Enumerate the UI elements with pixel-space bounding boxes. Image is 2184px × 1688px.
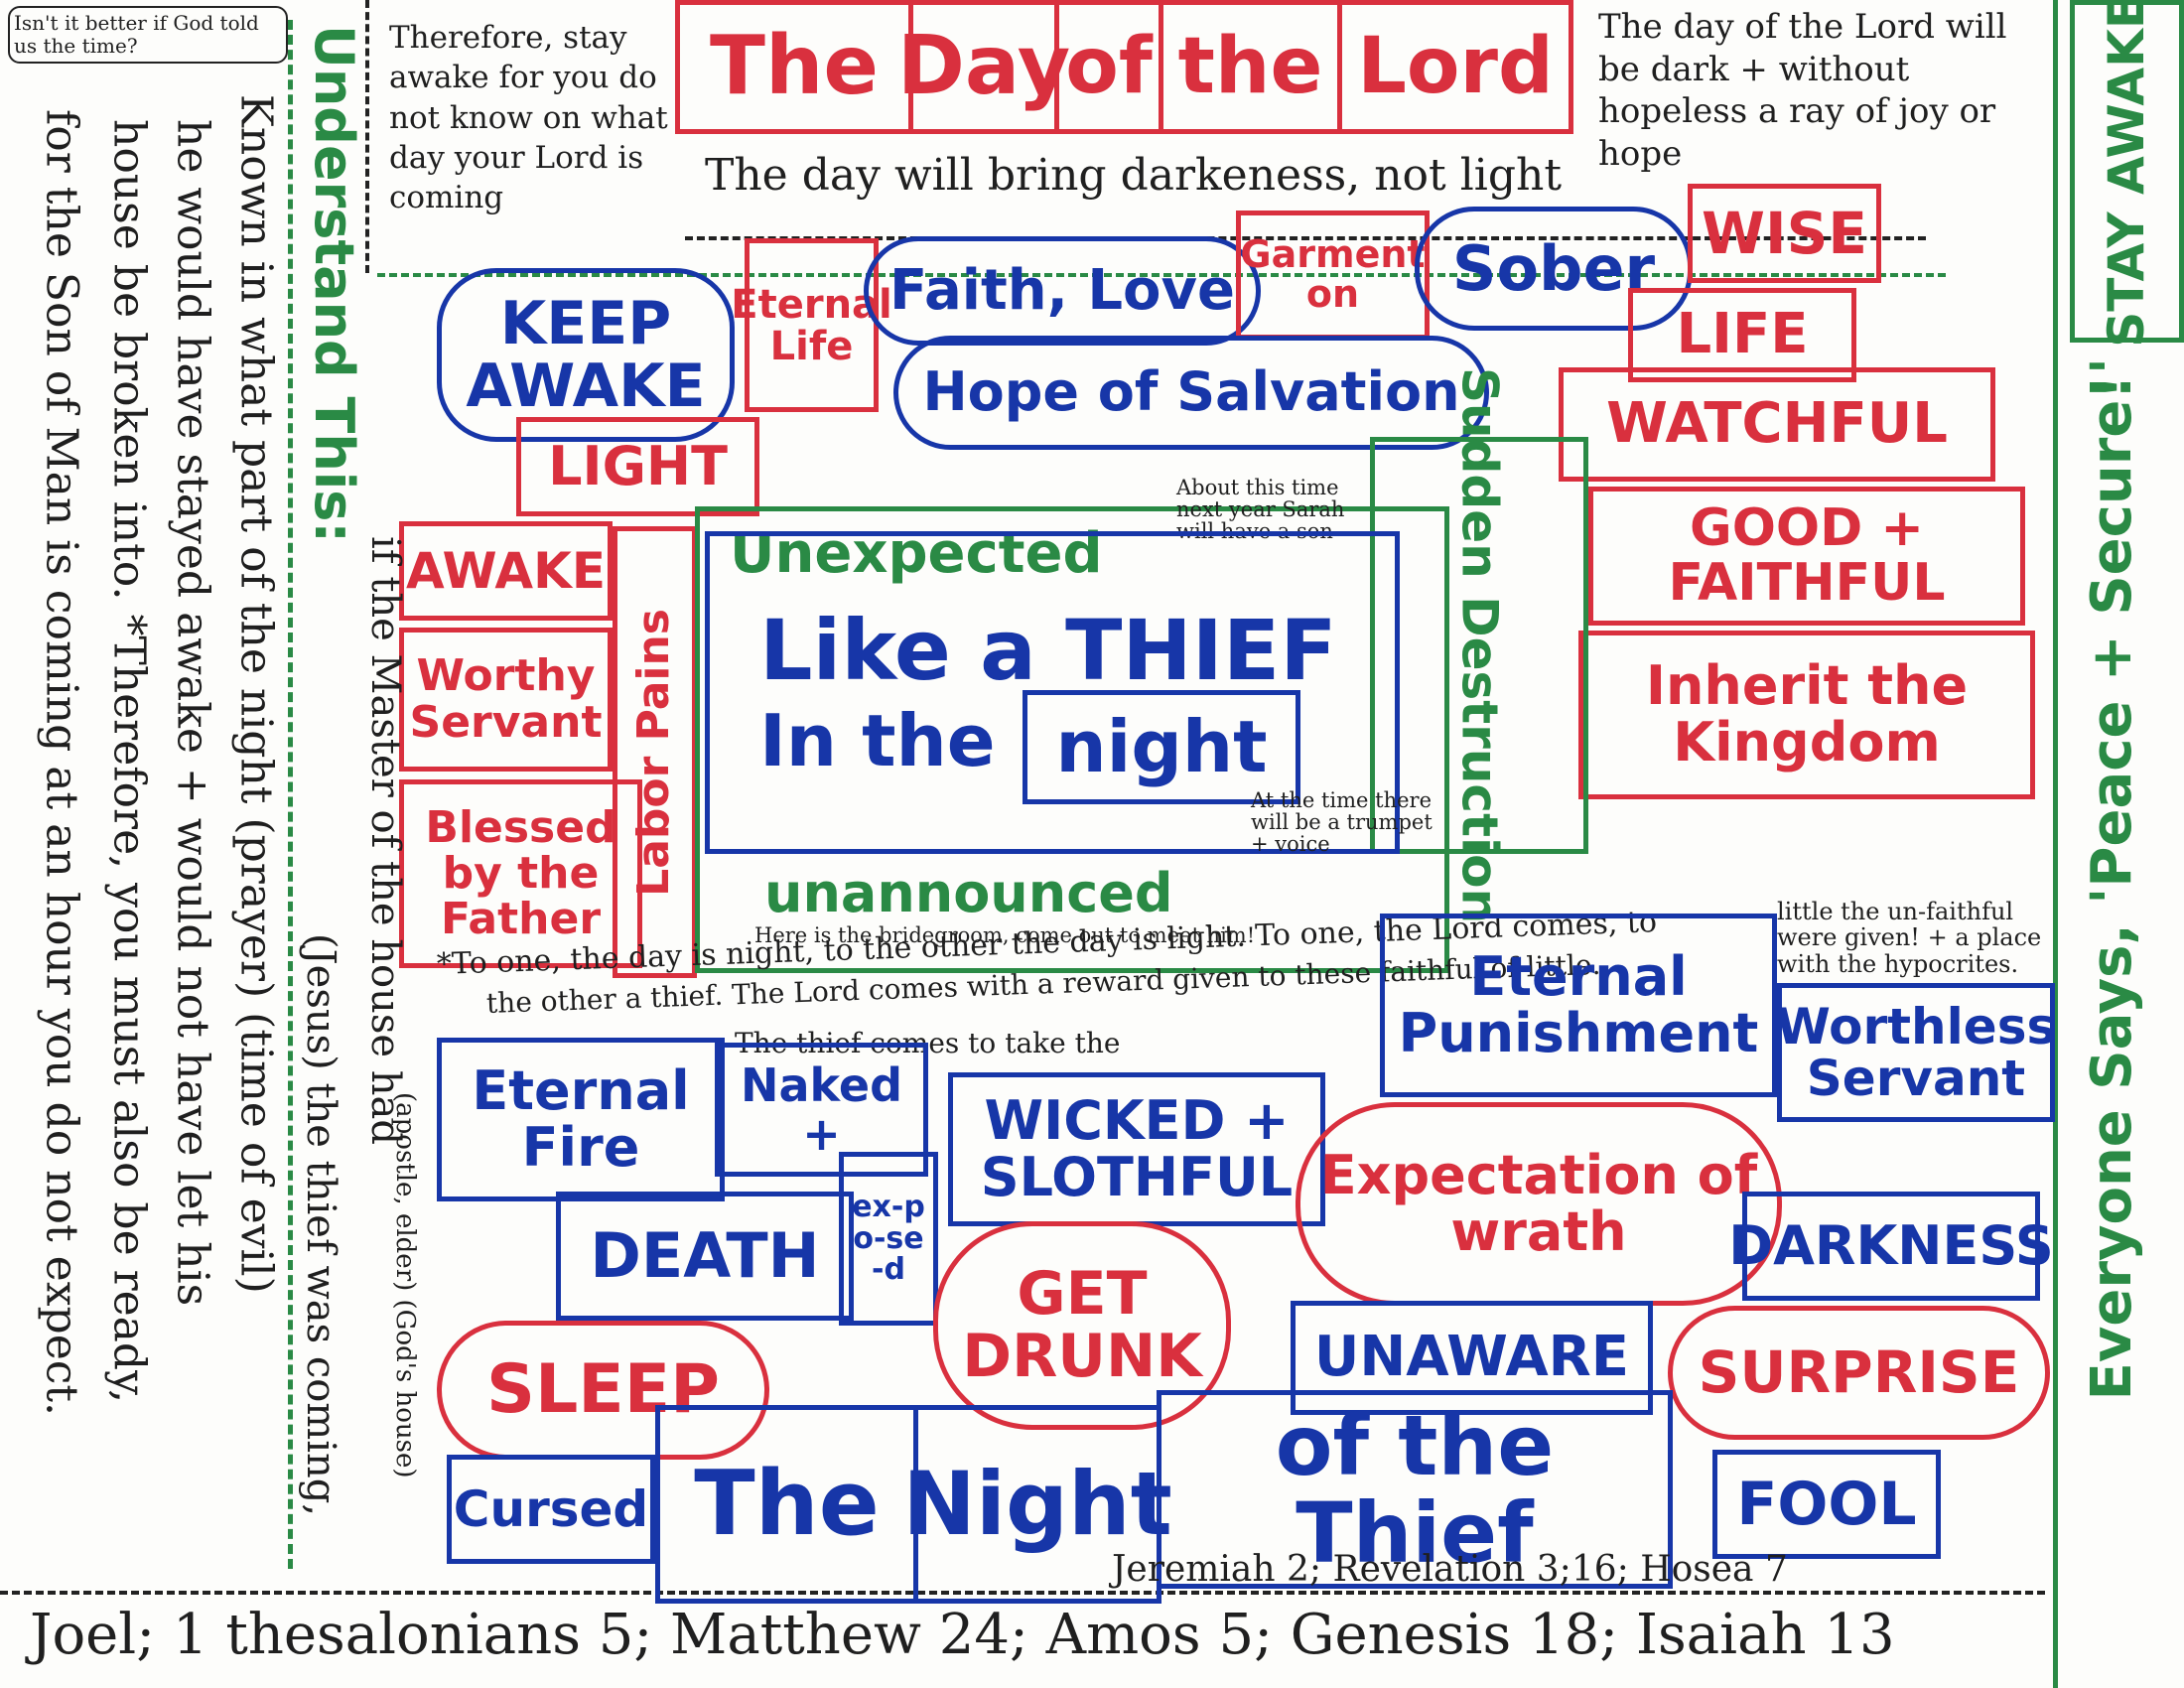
- understand-this-label: Understand This:: [303, 25, 365, 544]
- cursed-label: Cursed: [447, 1455, 655, 1564]
- left-col-1: Known in what part of the night (prayer)…: [230, 94, 282, 1294]
- darkness-label: DARKNESS: [1728, 1192, 2054, 1301]
- worthless-servant-label: Worthless Servant: [1776, 983, 2056, 1122]
- labor-pains-box: Labor Pains: [613, 526, 697, 978]
- garment-label: Garment on: [1236, 211, 1430, 340]
- eternal-punishment-label: Eternal Punishment: [1380, 914, 1777, 1097]
- left-col-7: (apostle, elder) (God's house): [389, 1092, 420, 1478]
- question-note: Isn't it better if God told us the time?: [8, 6, 288, 64]
- wicked-slothful-label: WICKED + SLOTHFUL: [948, 1072, 1325, 1226]
- fool-label: FOOL: [1712, 1450, 1941, 1559]
- left-col-6: (Jesus) the thief was coming,: [298, 933, 343, 1517]
- stay-awake-vertical: STAY AWAKE: [2098, 0, 2156, 348]
- exposed-label: ex-po-se-d: [839, 1152, 938, 1326]
- divider-top-green: [377, 273, 1946, 277]
- stay-awake-note: Therefore, stay awake for you do not kno…: [389, 20, 668, 216]
- thief-box: Like a THIEF In the: [705, 531, 1400, 854]
- divider-top-dashed: [685, 236, 1926, 240]
- trumpet-note: At the time there will be a trumpet + vo…: [1251, 788, 1433, 857]
- stay-awake-box: STAY AWAKE: [2070, 0, 2184, 348]
- divider-right-green: [2053, 0, 2058, 1688]
- little-note: little the un-faithful were given! + a p…: [1777, 898, 2042, 978]
- darkness-line: The day will bring darkeness, not light: [705, 150, 1563, 201]
- title-word-day: Day: [897, 0, 1070, 134]
- center-frame: [695, 506, 1449, 973]
- blessed-label: Blessed by the Father: [399, 779, 642, 968]
- awake-label: AWAKE: [399, 521, 613, 621]
- left-col-5: if the Master of the house had: [362, 536, 408, 1146]
- thief-line1: Like a THIEF: [759, 601, 1337, 699]
- keep-awake-label: KEEP AWAKE: [437, 268, 735, 442]
- naked-label: Naked +: [715, 1043, 928, 1177]
- get-drunk-label: GET DRUNK: [933, 1221, 1231, 1430]
- title-word-of: of: [1054, 0, 1163, 134]
- title-word-the2: the: [1159, 0, 1342, 134]
- title-word-lord: Lord: [1337, 0, 1573, 134]
- eternal-fire-label: Eternal Fire: [437, 1038, 725, 1201]
- unannounced-label: unannounced: [764, 862, 1173, 924]
- inherit-kingdom-label: Inherit the Kingdom: [1578, 631, 2035, 799]
- thief-line2: In the: [759, 698, 996, 782]
- divider-left-green: [288, 20, 293, 1569]
- eternal-life-label: Eternal Life: [731, 238, 892, 412]
- references-line2: Joel; 1 thesalonians 5; Matthew 24; Amos…: [30, 1603, 1895, 1667]
- night-title-word-thief: of the Thief: [1157, 1390, 1673, 1589]
- references-line1: Jeremiah 2; Revelation 3;16; Hosea 7: [1112, 1549, 1788, 1590]
- good-faithful-label: GOOD + FAITHFUL: [1588, 487, 2025, 626]
- wise-label: WISE: [1688, 184, 1881, 283]
- life-label: LIFE: [1628, 288, 1856, 382]
- bridegroom-note: Here is the bridegroom, come out to meet…: [754, 923, 1256, 947]
- death-label: DEATH: [556, 1192, 854, 1321]
- left-col-2: he would have stayed awake + would not h…: [167, 119, 218, 1307]
- night-title-word-the: The: [655, 1405, 918, 1604]
- divider-note-dashed: [365, 0, 369, 273]
- night-box: night: [1023, 690, 1300, 804]
- title-word-the: The: [675, 0, 913, 134]
- surprise-label: SURPRISE: [1668, 1306, 2050, 1440]
- light-label: LIGHT: [516, 417, 759, 516]
- left-col-3: house be broken into. *Therefore, you mu…: [103, 119, 155, 1404]
- divider-bottom-dashed: [0, 1591, 2045, 1595]
- sudden-destruction-label: Sudden Destruction: [1450, 366, 1509, 924]
- everyone-says-label: Everyone Says, 'Peace + Secure!': [2080, 357, 2144, 1401]
- faith-love-label: Faith, Love: [864, 236, 1261, 346]
- sudden-destruction-box: Sudden Destruction: [1370, 367, 1588, 923]
- worthy-servant-label: Worthy Servant: [399, 628, 613, 772]
- hope-salvation-label: Hope of Salvation: [893, 336, 1489, 450]
- labor-pains-label: Labor Pains: [628, 608, 680, 897]
- dark-day-note: The day of the Lord will be dark + witho…: [1598, 7, 2007, 174]
- left-col-4: for the Son of Man is coming at an hour …: [36, 109, 87, 1417]
- unaware-label: UNAWARE: [1291, 1301, 1653, 1415]
- watchful-label: WATCHFUL: [1559, 367, 1995, 482]
- sober-label: Sober: [1415, 207, 1693, 331]
- expectation-wrath-label: Expectation of wrath: [1296, 1102, 1782, 1306]
